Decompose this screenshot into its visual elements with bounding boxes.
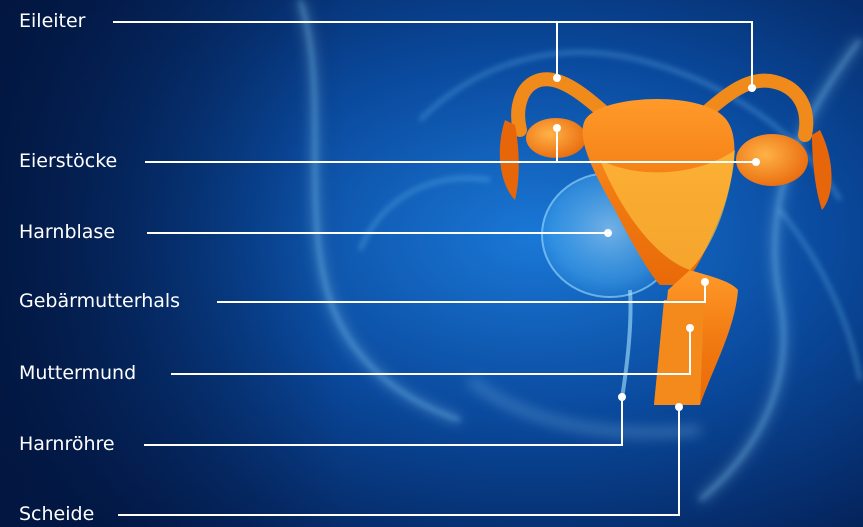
label-harnroehre: Harnröhre — [19, 435, 115, 454]
label-eierstoecke: Eierstöcke — [19, 152, 117, 171]
label-eileiter: Eileiter — [19, 12, 85, 31]
label-harnblase: Harnblase — [19, 223, 115, 242]
label-gebaermutterhals: Gebärmutterhals — [19, 292, 180, 311]
label-muttermund: Muttermund — [19, 364, 136, 383]
label-scheide: Scheide — [19, 505, 94, 524]
